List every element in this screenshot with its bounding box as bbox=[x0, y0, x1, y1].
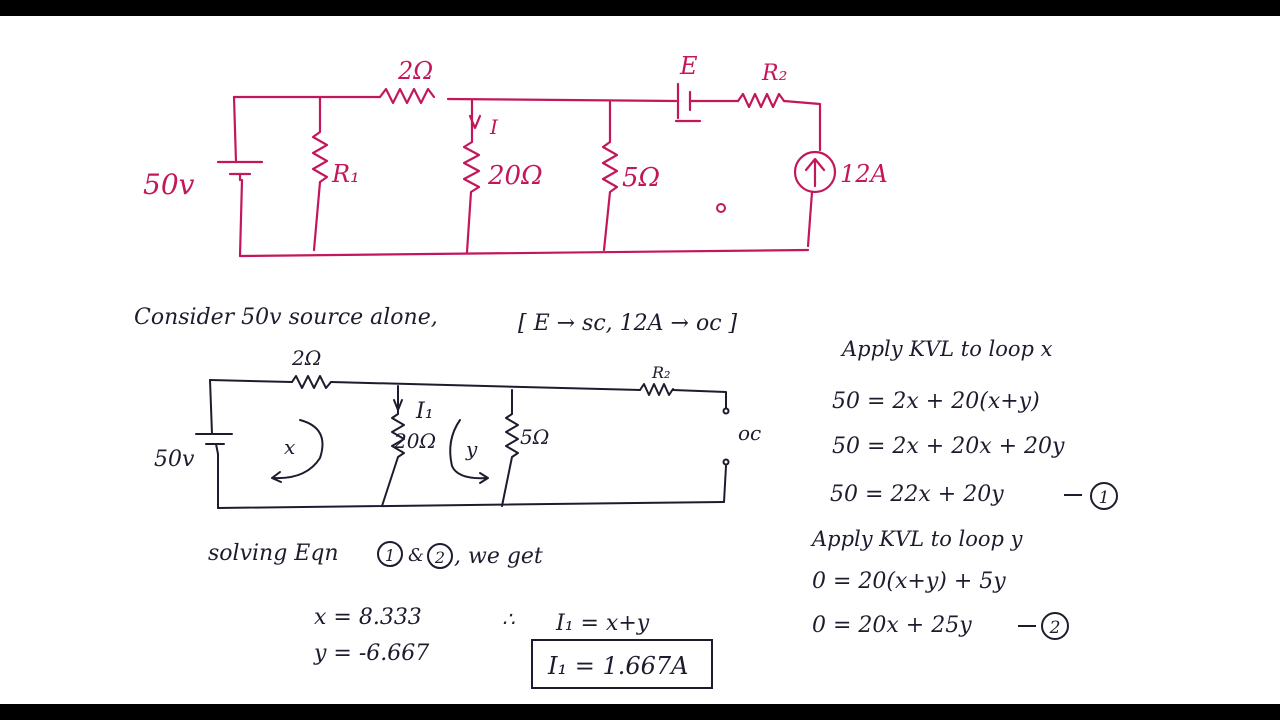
eq-y-2-tag: 2 bbox=[1049, 618, 1061, 638]
main-circuit bbox=[216, 82, 837, 258]
main-r1-branch bbox=[311, 96, 329, 252]
consider-text: Consider 50v source alone, bbox=[134, 305, 438, 330]
main-5ohm-branch bbox=[601, 100, 619, 252]
eq-x-3: 50 = 22x + 20y bbox=[830, 482, 1004, 507]
sub-right-wire bbox=[723, 465, 727, 503]
solution-y: y = -6.667 bbox=[313, 641, 429, 666]
eq-y-2-tag-circle bbox=[1041, 612, 1069, 640]
eq-y-2: 0 = 20x + 25y bbox=[812, 613, 972, 638]
main-battery-e bbox=[674, 82, 702, 123]
sub-oc-label: oc bbox=[738, 421, 761, 445]
main-r2-label: R₂ bbox=[761, 61, 787, 86]
sub-loop-x-arrow bbox=[271, 419, 324, 483]
solving-tag-1-circle bbox=[377, 541, 403, 567]
solving-amp: & bbox=[408, 545, 424, 566]
sub-current-label: I₁ bbox=[415, 399, 434, 424]
sub-oc-terminal-bottom bbox=[722, 458, 730, 466]
solving-tag-1: 1 bbox=[385, 546, 395, 565]
kvl-x-title: Apply KVL to loop x bbox=[840, 337, 1053, 361]
i1-result: I₁ = 1.667A bbox=[547, 652, 689, 680]
eq-y-1: 0 = 20(x+y) + 5y bbox=[812, 569, 1006, 594]
whiteboard-canvas: 50v 2Ω R₁ I 20Ω 5Ω E R₂ 12A Consider 50v… bbox=[134, 52, 1118, 689]
main-bottom-wire bbox=[238, 248, 810, 258]
sub-left-wire bbox=[209, 379, 219, 509]
sub-battery-50v bbox=[195, 433, 233, 455]
sub-20ohm-branch bbox=[381, 385, 405, 507]
solving-text-after: , we get bbox=[454, 544, 543, 569]
sub-top-wire-left bbox=[209, 379, 293, 383]
main-right-wire bbox=[806, 190, 814, 248]
main-r5-label: 5Ω bbox=[622, 163, 660, 193]
solving-tag-2: 2 bbox=[434, 548, 445, 567]
sub-top-wire-right bbox=[672, 389, 727, 409]
main-r1-label: R₁ bbox=[331, 160, 360, 188]
main-current-arrow bbox=[468, 114, 482, 130]
therefore-symbol: ∴ bbox=[502, 607, 515, 631]
sub-current-arrow bbox=[393, 399, 403, 411]
sub-r-top-label: 2Ω bbox=[291, 346, 321, 370]
main-20ohm-branch bbox=[462, 98, 481, 254]
sub-5ohm-branch bbox=[501, 389, 519, 507]
eq-x-3-tag-circle bbox=[1090, 482, 1118, 510]
main-r-top-label: 2Ω bbox=[397, 57, 433, 85]
main-r20-label: 20Ω bbox=[487, 161, 543, 191]
main-source-label: 50v bbox=[143, 168, 195, 201]
solution-x: x = 8.333 bbox=[314, 605, 422, 630]
consider-bracket: [ E → sc, 12A → oc ] bbox=[518, 311, 738, 336]
sub-2ohm-resistor bbox=[291, 375, 332, 389]
sub-oc-terminal-top bbox=[722, 407, 730, 415]
main-current-source-label: 12A bbox=[840, 160, 888, 188]
sub-loop-y-arrow bbox=[449, 419, 489, 484]
main-2ohm-resistor bbox=[378, 87, 436, 105]
sub-circuit bbox=[195, 375, 730, 509]
solving-text: solving Eqn bbox=[208, 541, 339, 566]
sub-source-label: 50v bbox=[154, 447, 195, 472]
sub-loop-y-label: y bbox=[465, 437, 478, 461]
i1-expression: I₁ = x+y bbox=[555, 611, 650, 636]
sub-r20-label: 20Ω bbox=[393, 429, 436, 453]
i1-result-box bbox=[531, 639, 713, 689]
main-e-label: E bbox=[679, 52, 698, 80]
main-r2-resistor bbox=[736, 92, 786, 109]
eq-x-2: 50 = 2x + 20x + 20y bbox=[832, 434, 1065, 459]
cursor-dot bbox=[716, 203, 726, 213]
sub-r2-label: R₂ bbox=[651, 363, 670, 382]
eq-x-1: 50 = 2x + 20(x+y) bbox=[832, 389, 1040, 414]
main-current-source bbox=[793, 150, 837, 194]
whiteboard: 50v 2Ω R₁ I 20Ω 5Ω E R₂ 12A Consider 50v… bbox=[0, 16, 1280, 704]
sub-r5-label: 5Ω bbox=[520, 425, 549, 449]
sub-r2-resistor bbox=[639, 383, 674, 396]
sub-loop-x-label: x bbox=[284, 435, 295, 459]
kvl-y-title: Apply KVL to loop y bbox=[810, 527, 1024, 551]
main-top-wire-mid bbox=[446, 97, 678, 103]
sub-bottom-wire bbox=[217, 501, 725, 509]
main-top-wire-right bbox=[782, 99, 822, 152]
solving-tag-2-circle bbox=[427, 543, 453, 569]
eq-x-3-tag: 1 bbox=[1099, 488, 1110, 508]
main-battery-50v bbox=[216, 160, 264, 182]
main-left-wire bbox=[232, 95, 244, 258]
main-current-label: I bbox=[489, 115, 499, 139]
sub-top-wire-mid bbox=[330, 381, 641, 391]
main-current-source-arrow bbox=[804, 157, 826, 188]
